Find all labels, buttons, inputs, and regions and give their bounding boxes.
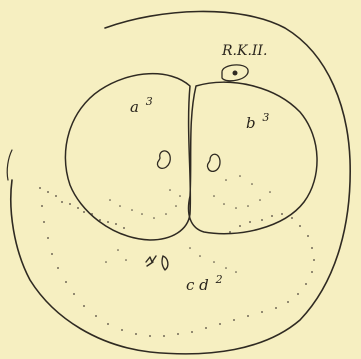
cell-cd2-chromosome-left: [146, 256, 156, 266]
cell-b3-nucleus: [207, 154, 220, 171]
cell-a3-outline: [65, 74, 190, 240]
outer-membrane-upper: [11, 11, 350, 353]
cell-cd2-stipple: [39, 175, 315, 337]
cell-b3-label-superscript: 3: [262, 111, 269, 124]
cell-cd2-label: c d 2: [186, 273, 223, 294]
cell-cd2-label-superscript: 2: [215, 273, 223, 286]
outer-membrane-fragment: [7, 150, 12, 180]
polar-body-label: R.K.II.: [221, 43, 267, 59]
cell-b3-outline: [189, 82, 318, 234]
cell-a3-label-base: a: [130, 98, 139, 116]
cell-b3-label-base: b: [246, 114, 256, 132]
cell-cd2-label-base: c d: [186, 276, 209, 294]
cell-b3-label: b 3: [246, 111, 269, 132]
cell-a3-label: a 3: [130, 95, 153, 116]
polar-body-nucleus: [233, 71, 238, 76]
cell-a3-label-superscript: 3: [146, 95, 153, 108]
cell-cd2-chromosome-right: [162, 256, 168, 270]
cell-a3-nucleus: [157, 151, 170, 168]
